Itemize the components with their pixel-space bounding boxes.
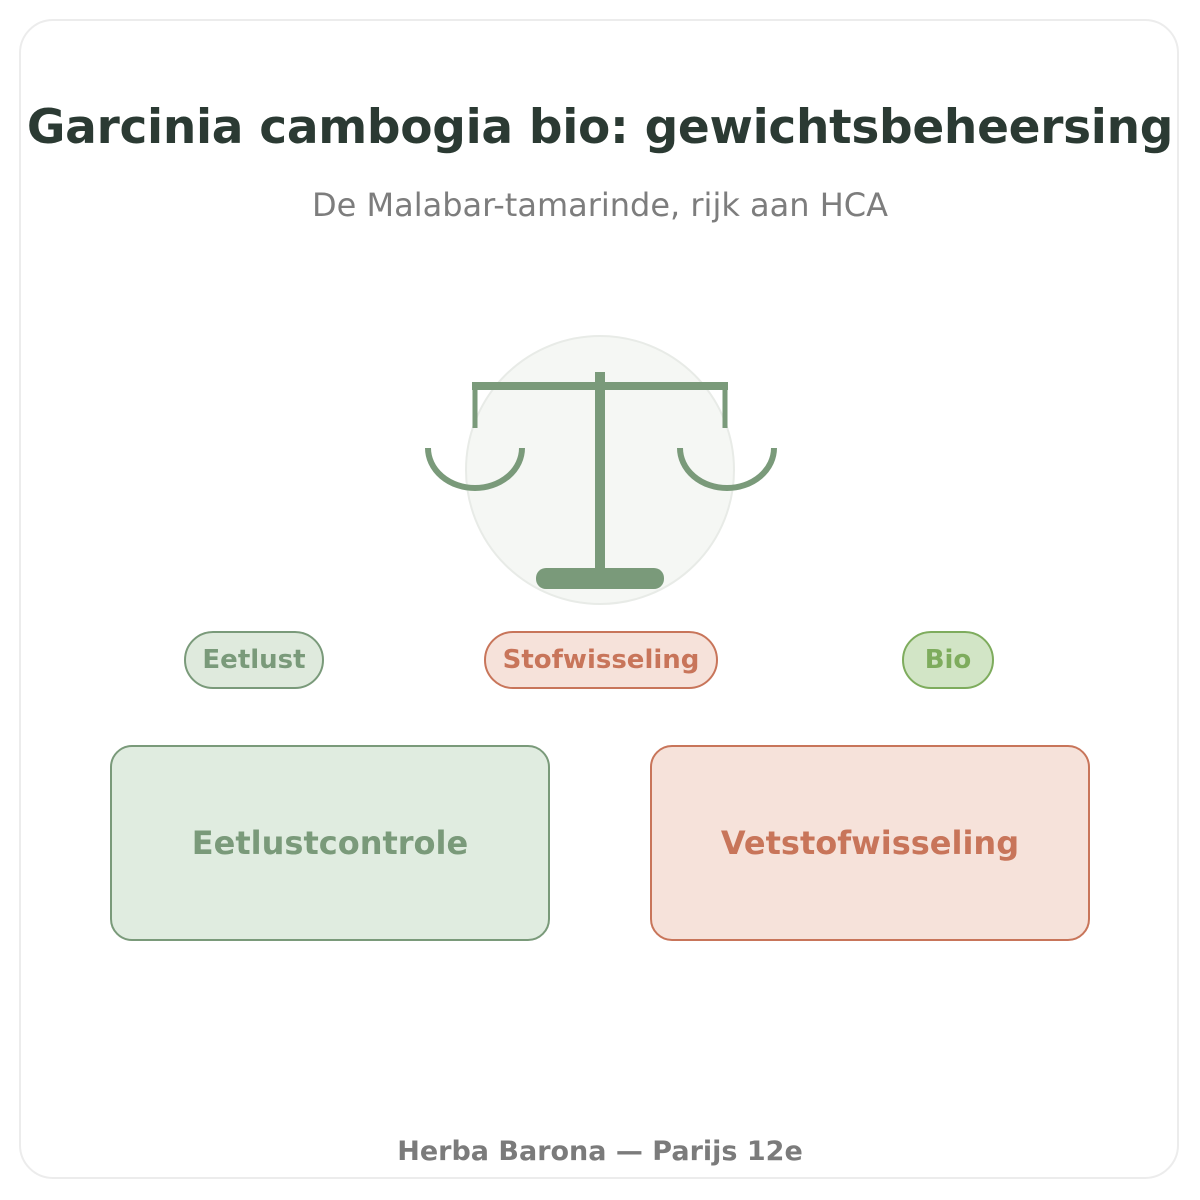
scale-base <box>536 568 664 589</box>
balance-scale-icon <box>425 335 777 605</box>
tag-metabolism: Stofwisseling <box>484 631 718 689</box>
box-fat-metabolism: Vetstofwisseling <box>650 745 1090 941</box>
tag-appetite: Eetlust <box>184 631 324 689</box>
footer-credit: Herba Barona — Parijs 12e <box>397 1136 803 1167</box>
tag-organic: Bio <box>902 631 994 689</box>
box-appetite-control: Eetlustcontrole <box>110 745 550 941</box>
diagram-title: Garcinia cambogia bio: gewichtsbeheersin… <box>26 100 1174 155</box>
scale-left-pan <box>425 447 525 491</box>
scale-right-pan <box>677 447 777 491</box>
diagram-subtitle: De Malabar-tamarinde, rijk aan HCA <box>311 186 888 224</box>
